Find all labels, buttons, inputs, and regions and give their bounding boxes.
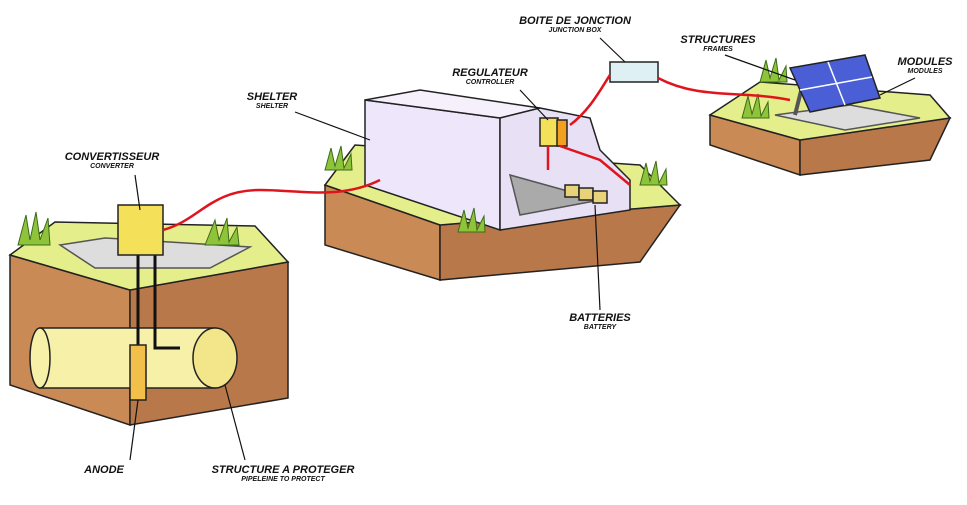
label-subtitle: FRAMES (703, 46, 733, 53)
label-anode: ANODE (84, 464, 124, 476)
pipeline-end (192, 327, 238, 389)
label-title: STRUCTURES (680, 34, 756, 46)
label-title: CONVERTISSEUR (64, 151, 160, 163)
shelter-ground-block (323, 89, 682, 282)
label-subtitle: PIPELEINE TO PROTECT (241, 476, 325, 483)
label-subtitle: CONVERTER (90, 163, 134, 170)
label-subtitle: BATTERY (583, 324, 617, 331)
leader-lines (129, 37, 916, 461)
label-title: ANODE (84, 464, 124, 476)
label-title: BATTERIES (569, 312, 631, 324)
grass (17, 57, 788, 246)
label-subtitle: CONTROLLER (465, 79, 515, 86)
label-title: REGULATEUR (452, 67, 528, 79)
cables (162, 74, 791, 232)
controller-box (539, 117, 559, 147)
anode (129, 344, 147, 401)
label-title: STRUCTURE A PROTEGER (211, 464, 355, 476)
pipeline-ground-block (8, 204, 290, 427)
label-title: BOITE DE JONCTION (519, 15, 631, 27)
label-title: MODULES (897, 56, 953, 68)
label-title: SHELTER (246, 91, 298, 103)
label-subtitle: JUNCTION BOX (548, 27, 602, 34)
junction-box (609, 61, 659, 83)
label-subtitle: MODULES (907, 68, 943, 75)
converter-box (117, 204, 164, 256)
label-subtitle: SHELTER (255, 103, 289, 110)
